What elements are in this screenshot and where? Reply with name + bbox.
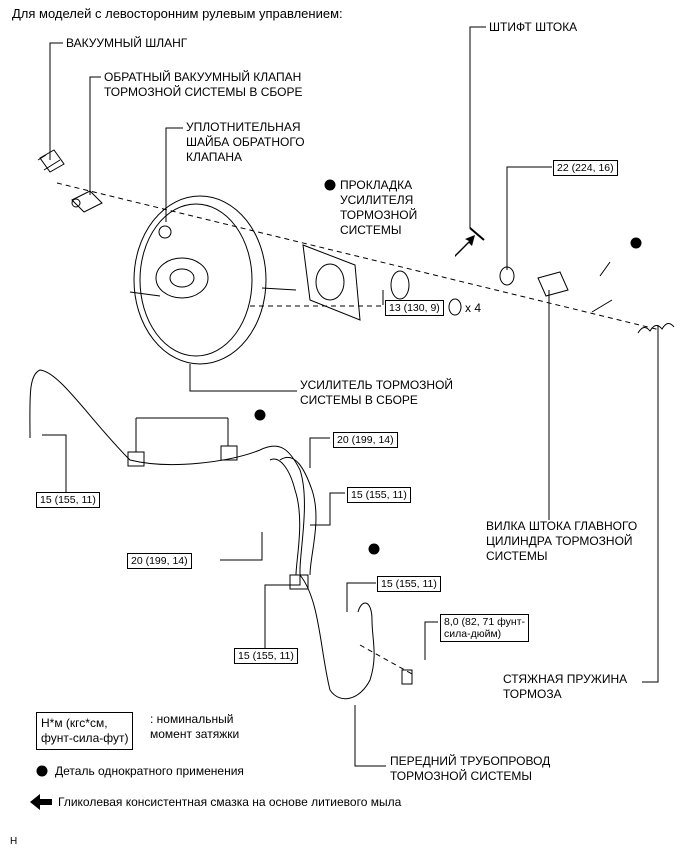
label-front-tube: ПЕРЕДНИЙ ТРУБОПРОВОД ТОРМОЗНОЙ СИСТЕМЫ (390, 754, 551, 783)
leader-grommet (165, 127, 183, 222)
torque-20-left: 20 (199, 14) (127, 553, 192, 569)
booster-grommet (158, 225, 172, 239)
label-booster: УСИЛИТЕЛЬ ТОРМОЗНОЙ СИСТЕМЫ В СБОРЕ (300, 378, 454, 407)
leader-20-left (220, 532, 263, 561)
tube-2 (259, 445, 305, 571)
return-spring (637, 323, 675, 334)
tube-1 (29, 369, 261, 466)
vacuum-hose-end (37, 154, 61, 171)
booster-stud-left (129, 291, 161, 297)
leader-spring (642, 325, 659, 683)
torque-22: 22 (224, 16) (553, 160, 618, 176)
leader-check-valve (89, 76, 101, 195)
leader-15-left (42, 434, 67, 492)
bracket-a (127, 451, 145, 467)
clip (591, 261, 613, 313)
leader-8 (424, 621, 438, 660)
dot-tube-2 (368, 543, 380, 555)
label-pin: ШТИФТ ШТОКА (489, 20, 578, 34)
check-valve-nipple (71, 198, 81, 208)
bracket-c (289, 574, 309, 590)
figure-code: H (10, 836, 18, 847)
legend-grease-arrow (30, 794, 52, 810)
booster-hub (155, 257, 209, 299)
label-vacuum-hose: ВАКУУМНЫЙ ШЛАНГ (66, 36, 188, 50)
non-reusable-markers (36, 179, 642, 777)
torque-8: 8,0 (82, 71 фунт- сила-дюйм) (440, 614, 529, 642)
torque-15-mid: 15 (155, 11) (377, 576, 441, 592)
torque-13: 13 (130, 9) (385, 300, 444, 316)
leader-15-bottom (346, 582, 376, 612)
front-brake-tube (299, 574, 375, 700)
legend-non-reusable: Деталь однократного применения (55, 764, 244, 778)
dot-gasket (324, 179, 336, 191)
lock-nut (499, 266, 515, 286)
centerline-bolt (359, 644, 413, 675)
label-grommet: УПЛОТНИТЕЛЬНАЯ ШАЙБА ОБРАТНОГО КЛАПАНА (186, 120, 305, 164)
label-spring: СТЯЖНАЯ ПРУЖИНА ТОРМОЗА (503, 672, 628, 701)
torque-15-bottom: 15 (155, 11) (234, 648, 298, 664)
header-text: Для моделей с левосторонним рулевым упра… (12, 6, 343, 21)
booster-pushrod (261, 287, 297, 291)
nut (448, 298, 462, 316)
torque-15-left: 15 (155, 11) (36, 492, 100, 508)
clevis (537, 271, 569, 297)
check-valve (71, 190, 103, 213)
legend-torque-box: Н*м (кгс*см, фунт-сила-фут) (36, 712, 134, 750)
label-x4: x 4 (465, 301, 482, 315)
booster-gasket (302, 244, 361, 321)
leader-22 (506, 166, 552, 270)
booster-hub-inner (169, 268, 195, 288)
booster-rim (139, 203, 253, 357)
grease-arrow (455, 235, 475, 257)
label-clevis: ВИЛКА ШТОКА ГЛАВНОГО ЦИЛИНДРА ТОРМОЗНОЙ … (486, 519, 638, 563)
torque-20-upper: 20 (199, 14) (333, 432, 398, 448)
bolt (401, 669, 413, 685)
washer-ring (390, 270, 410, 300)
push-rod-pin (469, 227, 485, 241)
booster-shell (133, 195, 267, 365)
leader-front-tube (354, 705, 386, 767)
legend-torque-desc: : номинальный момент затяжки (150, 712, 240, 741)
dot-tube (254, 409, 266, 421)
leader-pin (469, 26, 486, 228)
leader-15-right (310, 492, 345, 526)
bracket-b (220, 445, 238, 461)
leader-vacuum-hose (49, 42, 63, 160)
label-check-valve: ОБРАТНЫЙ ВАКУУМНЫЙ КЛАПАН ТОРМОЗНОЙ СИСТ… (104, 70, 303, 99)
gasket-hole (315, 263, 345, 301)
leader-booster (189, 364, 297, 392)
leader-15-mid (264, 570, 301, 650)
tube-4 (279, 457, 317, 576)
label-gasket: ПРОКЛАДКА УСИЛИТЕЛЯ ТОРМОЗНОЙ СИСТЕМЫ (340, 178, 418, 237)
vacuum-hose (39, 149, 65, 173)
leader-20-upper (309, 437, 330, 468)
legend-dot (36, 765, 48, 777)
legend-grease: Гликолевая консистентная смазка на основ… (58, 795, 402, 809)
tube-3 (269, 458, 301, 576)
centerline-upper (56, 182, 661, 331)
torque-15-right: 15 (155, 11) (347, 487, 411, 503)
dot-clip (630, 237, 642, 249)
